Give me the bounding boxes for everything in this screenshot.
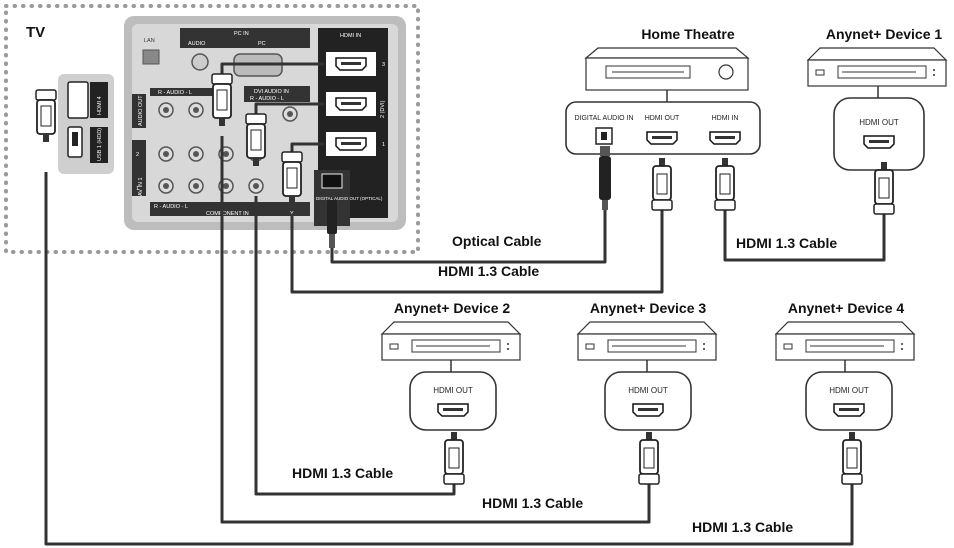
- lan-port: [142, 49, 160, 65]
- home-theatre-panel: [565, 101, 761, 155]
- ht-digital-audio-in-label: DIGITAL AUDIO IN: [574, 115, 633, 122]
- pc-audio-jack: [191, 53, 209, 71]
- anynet3-label: Anynet+ Device 3: [590, 300, 707, 316]
- av-in-label: AV IN 1: [138, 177, 144, 196]
- optical-label: DIGITAL AUDIO OUT (OPTICAL): [316, 196, 383, 201]
- anynet3-port-label: HDMI OUT: [628, 386, 668, 395]
- audio-out-rl-label: R - AUDIO - L: [158, 90, 192, 96]
- device4-cable-label: HDMI 1.3 Cable: [692, 519, 793, 535]
- hdmi3-label: 3: [382, 62, 385, 68]
- anynet-device-1: Anynet+ Device 1 HDMI OUT: [807, 26, 947, 171]
- usb-port-label: USB 1 (HDD): [97, 128, 103, 161]
- anynet-device-3: Anynet+ Device 3 HDMI OUT: [577, 300, 717, 431]
- av-num1-label: 1: [136, 186, 139, 192]
- tv: TV HDMI 4 USB 1 (HDD) LAN PC IN AUDIO PC: [4, 4, 420, 254]
- plug-tv-pc: [211, 73, 233, 127]
- tv-label: TV: [26, 24, 45, 41]
- cable-hdmi3-to-device1: [220, 62, 324, 74]
- cable-hdmi1-to-ht: [290, 142, 324, 152]
- anynet1-label: Anynet+ Device 1: [826, 26, 943, 42]
- plug-tv-hdmi1: [281, 151, 303, 205]
- hdmi1-label: 1: [382, 142, 385, 148]
- device3-cable-label: HDMI 1.3 Cable: [482, 495, 583, 511]
- pc-in-label: PC IN: [234, 31, 249, 37]
- hdmi4-port-label: HDMI 4: [97, 96, 103, 115]
- anynet-device-4: Anynet+ Device 4 HDMI OUT: [775, 300, 915, 431]
- home-theatre-label: Home Theatre: [641, 26, 735, 42]
- anynet2-label: Anynet+ Device 2: [394, 300, 511, 316]
- cable-device3: [220, 136, 651, 524]
- anynet1-port-label: HDMI OUT: [859, 118, 899, 127]
- cable-device2: [254, 196, 456, 496]
- dvi-audio-rl-label: R - AUDIO - L: [250, 96, 284, 102]
- plug-device4: [841, 431, 863, 485]
- optical-port: [321, 173, 343, 189]
- anynet2-port-label: HDMI OUT: [433, 386, 473, 395]
- plug-ht-in: [714, 157, 736, 211]
- cable-optical: [330, 208, 607, 264]
- ht-in-cable-label: HDMI 1.3 Cable: [736, 235, 837, 251]
- av-rl-label: R - AUDIO - L: [154, 204, 188, 210]
- device2-cable-label: HDMI 1.3 Cable: [292, 465, 393, 481]
- tv-boundary: [4, 4, 420, 254]
- plug-ht-out: [651, 157, 673, 211]
- anynet1-port-panel: [833, 97, 925, 171]
- anynet2-port-panel: [409, 371, 497, 431]
- hdmi2-label: 2 (DVI): [380, 100, 386, 118]
- lan-port-label: LAN: [144, 38, 155, 44]
- ht-hdmi-in-label: HDMI IN: [712, 115, 739, 122]
- plug-device2: [443, 431, 465, 485]
- pc-label: PC: [258, 41, 266, 47]
- tv-side-panel: HDMI 4 USB 1 (HDD): [58, 74, 114, 174]
- plug-tv-dvi: [245, 113, 267, 167]
- pc-audio-label: AUDIO: [188, 41, 206, 47]
- plug-device3: [638, 431, 660, 485]
- dvi-audio-in-label: DVI AUDIO IN: [254, 89, 289, 95]
- audio-out-label: AUDIO OUT: [138, 95, 144, 126]
- hdmi-in-label: HDMI IN: [340, 33, 361, 39]
- ht-out-cable-label: HDMI 1.3 Cable: [438, 263, 539, 279]
- plug-device1: [873, 161, 895, 215]
- home-theatre: Home Theatre DIGITAL AUDIO IN HDMI OUT H…: [565, 26, 761, 155]
- ht-hdmi-out-label: HDMI OUT: [645, 115, 680, 122]
- plug-tv-side: [35, 89, 57, 143]
- optical-cable-label: Optical Cable: [452, 233, 542, 249]
- anynet4-port-label: HDMI OUT: [829, 386, 869, 395]
- cables: [44, 62, 886, 546]
- anynet4-port-panel: [805, 371, 893, 431]
- cable-hdmi2-to-device2: [254, 102, 324, 114]
- anynet-device-2: Anynet+ Device 2 HDMI OUT: [381, 300, 521, 431]
- anynet4-label: Anynet+ Device 4: [788, 300, 905, 316]
- av-num2-label: 2: [136, 152, 139, 158]
- component-in-label: COMPONENT IN: [206, 211, 249, 217]
- cable-device4: [44, 172, 854, 546]
- optical-plug-tv: [327, 200, 337, 248]
- optical-plug-ht: [599, 146, 611, 210]
- cable-ht-out: [290, 210, 664, 294]
- anynet3-port-panel: [604, 371, 692, 431]
- cable-ht-in: [723, 210, 886, 262]
